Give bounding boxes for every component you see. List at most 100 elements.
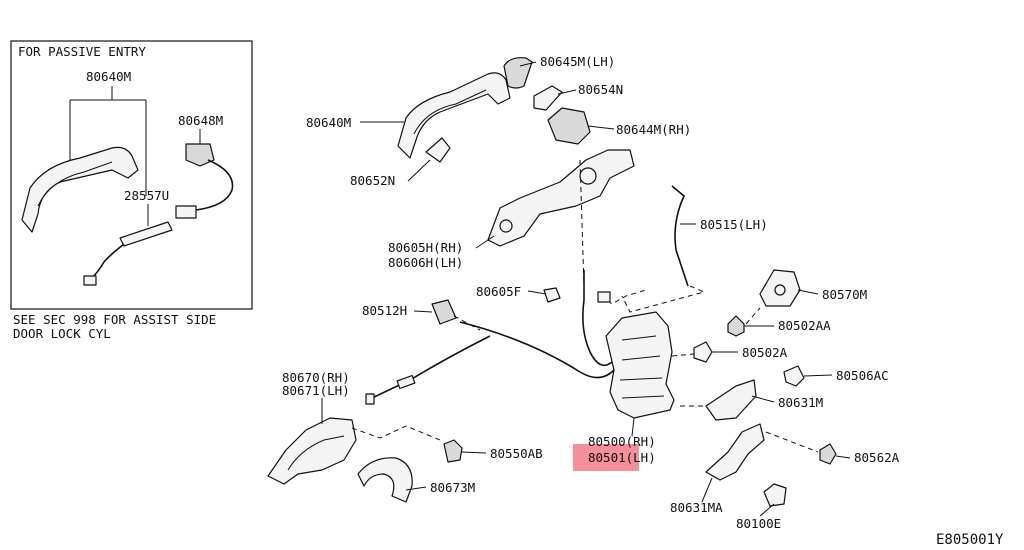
label-80644M[interactable]: 80644M(RH) <box>616 122 691 137</box>
clip-part <box>543 287 561 303</box>
cable-end-clip <box>365 393 375 405</box>
screw-dash-2 <box>671 353 695 357</box>
cable-sleeve <box>396 374 416 390</box>
inset-sensor-wire <box>91 243 125 279</box>
outside-handle-grip <box>413 89 487 135</box>
inside-handle-grip <box>287 435 345 471</box>
bolt-part <box>783 365 805 387</box>
inside-handle-dash <box>351 425 441 441</box>
label-80506AC[interactable]: 80506AC <box>836 368 889 383</box>
label-80640M[interactable]: 80640M <box>306 115 351 130</box>
label-80654N[interactable]: 80654N <box>578 82 623 97</box>
leader-80654N <box>557 89 577 95</box>
leader-80644M <box>587 125 615 130</box>
rod-cable <box>582 270 613 367</box>
diagram-code: E805001Y <box>936 532 1004 548</box>
inside-handle-group <box>267 393 463 503</box>
label-80500[interactable]: 80500(RH) <box>588 434 656 449</box>
door-lock-body <box>605 311 675 419</box>
label-80515[interactable]: 80515(LH) <box>700 217 768 232</box>
inset-connector-wire <box>195 159 234 211</box>
lock-rod <box>671 185 689 287</box>
leader-80500 <box>631 417 635 437</box>
cable-clip-part <box>431 299 457 325</box>
inset-handle-part <box>21 146 139 233</box>
label-80550AB[interactable]: 80550AB <box>490 446 543 461</box>
inset-frame <box>10 40 253 310</box>
striker-screw-part <box>727 315 745 337</box>
inset-label-connector: 80648M <box>178 113 223 128</box>
rod-dash-2 <box>621 285 706 313</box>
label-80502AA[interactable]: 80502AA <box>778 318 831 333</box>
label-80652N[interactable]: 80652N <box>350 173 395 188</box>
gasket-part <box>533 85 563 111</box>
leader-80512H <box>413 310 433 313</box>
leader-80652N <box>407 159 431 182</box>
lock-screw-part <box>693 341 713 363</box>
leader-80570M <box>797 289 819 295</box>
inside-handle-part <box>267 417 357 485</box>
leader-80645M <box>519 61 537 67</box>
leader-80631MA <box>701 477 713 503</box>
leader-80550AB <box>461 451 487 454</box>
inset-connector-part <box>185 143 215 167</box>
lock-cable <box>459 321 615 379</box>
leader-80506AC <box>803 374 833 377</box>
label-80670[interactable]: 80670(RH) <box>282 370 350 385</box>
inset-title: FOR PASSIVE ENTRY <box>18 44 146 59</box>
label-80631M[interactable]: 80631M <box>778 395 823 410</box>
inset-leader-handle <box>69 86 147 196</box>
inside-handle-cable <box>371 335 491 399</box>
door-lock-dash <box>599 289 647 305</box>
lower-bracket-part <box>705 423 765 481</box>
inset-sensor-plug <box>83 275 97 286</box>
label-80671[interactable]: 80671(LH) <box>282 383 350 398</box>
label-80512H[interactable]: 80512H <box>362 303 407 318</box>
outside-handle-part <box>397 72 511 159</box>
bolt-dash <box>765 431 819 453</box>
note-line-2: DOOR LOCK CYL <box>13 326 111 341</box>
label-80570M[interactable]: 80570M <box>822 287 867 302</box>
label-80562A[interactable]: 80562A <box>854 450 900 465</box>
label-80605F[interactable]: 80605F <box>476 284 521 299</box>
label-80605H[interactable]: 80605H(RH) <box>388 240 463 255</box>
note-line-1: SEE SEC 998 FOR ASSIST SIDE <box>13 312 216 327</box>
label-80631MA[interactable]: 80631MA <box>670 500 723 515</box>
inset-sensor-part <box>119 221 173 247</box>
screw-dash-1 <box>745 307 761 325</box>
inset-label-sensor: 28557U <box>124 188 169 203</box>
escutcheon-part <box>425 137 451 163</box>
clip-dash <box>453 315 481 331</box>
label-80673M[interactable]: 80673M <box>430 480 475 495</box>
outside-handle-bracket-part <box>487 149 635 247</box>
inside-handle-screw-part <box>443 439 463 463</box>
leader-80100E <box>759 503 775 517</box>
part-labels[interactable]: 80640M 80645M(LH) 80654N 80644M(RH) 8065… <box>282 54 900 531</box>
cables <box>371 185 706 399</box>
door-lock-tab <box>597 291 611 303</box>
key-cylinder-part <box>547 107 591 145</box>
bracket-boss <box>579 167 597 185</box>
leader-80562A <box>835 455 851 459</box>
label-80606H[interactable]: 80606H(LH) <box>388 255 463 270</box>
inset-connector-plug <box>175 205 197 219</box>
rod-dash <box>579 159 585 287</box>
lower-bolt-part <box>819 443 837 465</box>
inside-escutcheon-part <box>357 457 413 503</box>
striker-hole <box>774 284 786 296</box>
leader-80605F <box>527 290 547 295</box>
label-80501[interactable]: 80501(LH) <box>588 450 656 465</box>
passive-entry-inset: FOR PASSIVE ENTRY 80640M 80648M 28557U <box>10 40 253 310</box>
door-lock-ribs <box>619 335 665 399</box>
door-lock-actuator <box>597 289 675 419</box>
outside-handle-group <box>397 57 635 303</box>
label-80100E[interactable]: 80100E <box>736 516 781 531</box>
leader-80605H <box>475 235 495 249</box>
part-highlight <box>573 444 639 471</box>
label-80502A[interactable]: 80502A <box>742 345 788 360</box>
leader-80673M <box>405 486 427 491</box>
leaders <box>321 61 851 517</box>
bracket-boss-2 <box>499 219 513 233</box>
label-80645M[interactable]: 80645M(LH) <box>540 54 615 69</box>
